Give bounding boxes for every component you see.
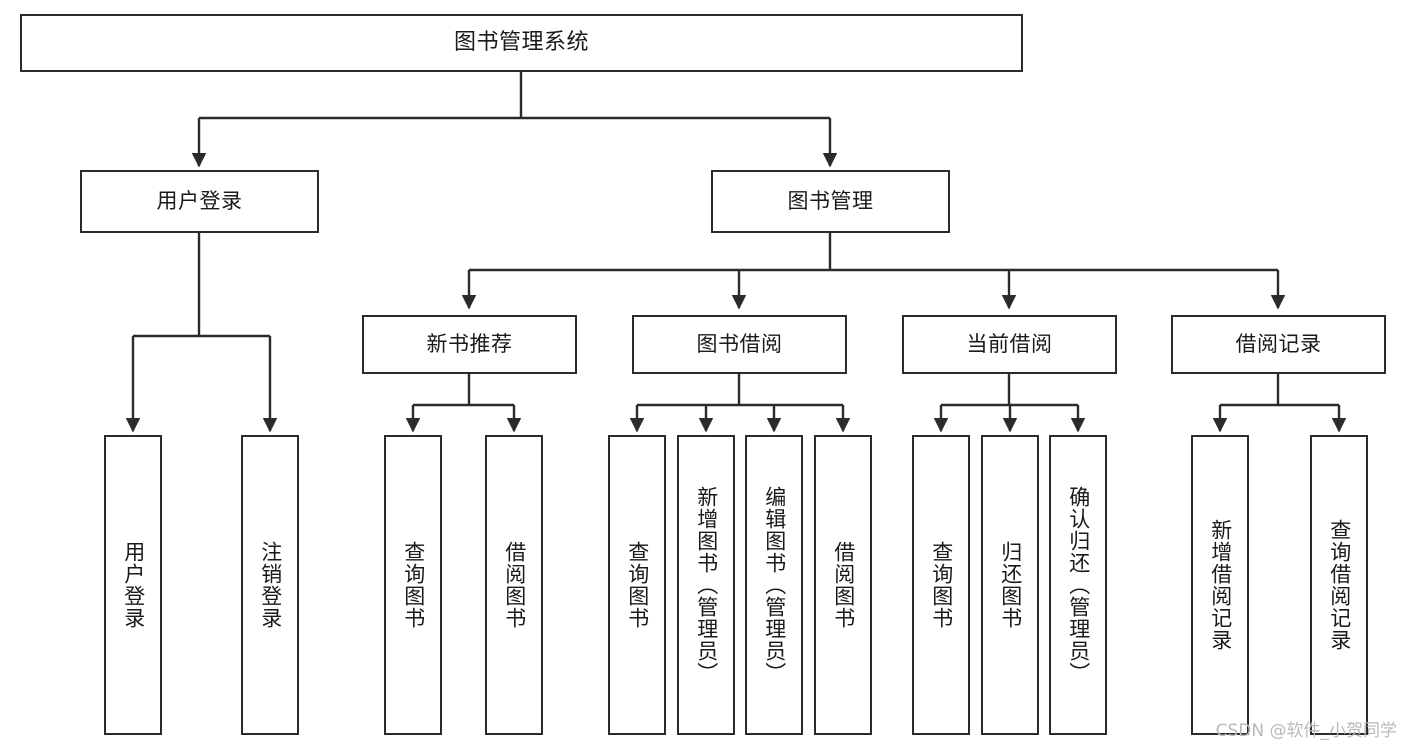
leaf-nb-query-book-label: 查询图书 — [401, 541, 426, 629]
node-new-book-recommend[interactable]: 新书推荐 — [362, 315, 577, 374]
leaf-cb-return-book[interactable]: 归还图书 — [981, 435, 1039, 735]
node-user-login-label: 用户登录 — [156, 189, 243, 214]
leaf-cb-query-book-label: 查询图书 — [929, 541, 954, 629]
node-current-borrow[interactable]: 当前借阅 — [902, 315, 1117, 374]
node-new-book-recommend-label: 新书推荐 — [426, 332, 513, 357]
leaf-cb-return-book-label: 归还图书 — [998, 541, 1023, 629]
leaf-bb-add-book[interactable]: 新增图书（管理员） — [677, 435, 735, 735]
node-book-borrow-label: 图书借阅 — [696, 332, 783, 357]
leaf-cb-confirm-return-label: 确认归还（管理员） — [1066, 486, 1091, 684]
node-book-borrow[interactable]: 图书借阅 — [632, 315, 847, 374]
leaf-br-query-record[interactable]: 查询借阅记录 — [1310, 435, 1368, 735]
node-current-borrow-label: 当前借阅 — [966, 332, 1053, 357]
leaf-logout-label: 注销登录 — [258, 541, 283, 629]
leaf-bb-edit-book-label: 编辑图书（管理员） — [762, 486, 787, 684]
leaf-br-query-record-label: 查询借阅记录 — [1327, 519, 1352, 651]
leaf-br-add-record-label: 新增借阅记录 — [1208, 519, 1233, 651]
leaf-bb-edit-book[interactable]: 编辑图书（管理员） — [745, 435, 803, 735]
leaf-user-login[interactable]: 用户登录 — [104, 435, 162, 735]
leaf-bb-query-book-label: 查询图书 — [625, 541, 650, 629]
leaf-user-login-label: 用户登录 — [121, 541, 146, 629]
leaf-nb-query-book[interactable]: 查询图书 — [384, 435, 442, 735]
leaf-bb-add-book-label: 新增图书（管理员） — [694, 486, 719, 684]
leaf-cb-confirm-return[interactable]: 确认归还（管理员） — [1049, 435, 1107, 735]
node-borrow-record-label: 借阅记录 — [1235, 332, 1322, 357]
leaf-logout[interactable]: 注销登录 — [241, 435, 299, 735]
node-book-manage-label: 图书管理 — [787, 189, 874, 214]
node-user-login[interactable]: 用户登录 — [80, 170, 319, 233]
leaf-br-add-record[interactable]: 新增借阅记录 — [1191, 435, 1249, 735]
leaf-bb-borrow-book[interactable]: 借阅图书 — [814, 435, 872, 735]
leaf-nb-borrow-book-label: 借阅图书 — [502, 541, 527, 629]
leaf-cb-query-book[interactable]: 查询图书 — [912, 435, 970, 735]
node-root-label: 图书管理系统 — [453, 30, 589, 56]
node-book-manage[interactable]: 图书管理 — [711, 170, 950, 233]
node-borrow-record[interactable]: 借阅记录 — [1171, 315, 1386, 374]
leaf-nb-borrow-book[interactable]: 借阅图书 — [485, 435, 543, 735]
node-root[interactable]: 图书管理系统 — [20, 14, 1023, 72]
leaf-bb-query-book[interactable]: 查询图书 — [608, 435, 666, 735]
leaf-bb-borrow-book-label: 借阅图书 — [831, 541, 856, 629]
watermark: CSDN @软件_小贺同学 — [1215, 721, 1397, 741]
